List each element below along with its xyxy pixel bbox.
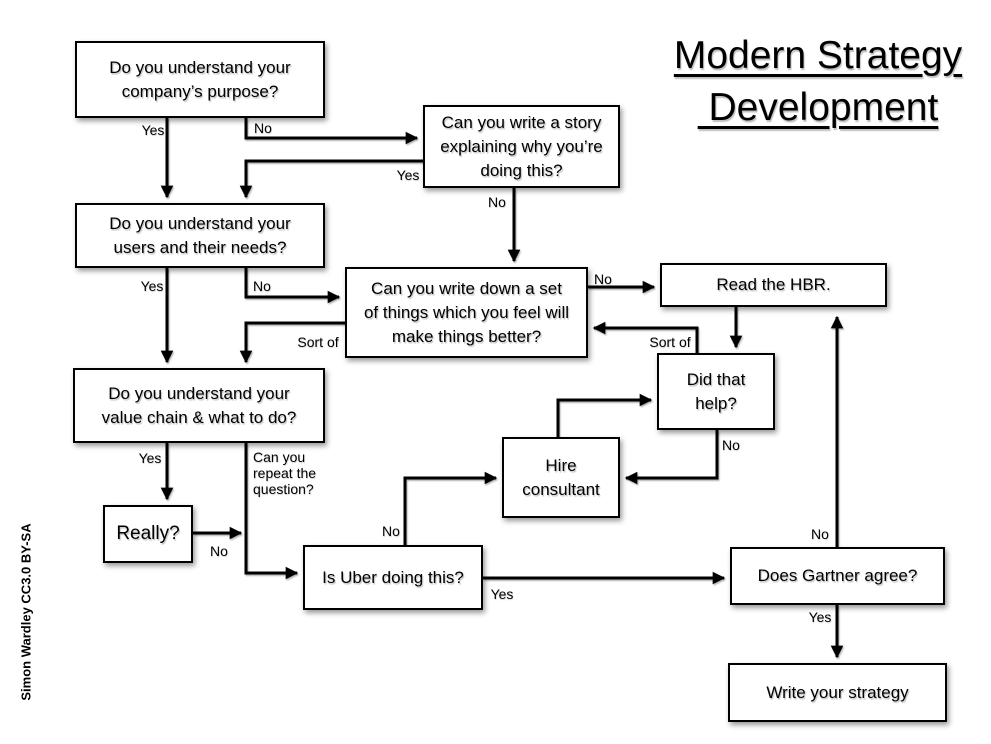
node-read-hbr: Read the HBR. — [660, 263, 887, 307]
node-text: help? — [695, 393, 737, 413]
node-write-down-set: Can you write down a set of things which… — [345, 267, 588, 358]
node-users-needs: Do you understand your users and their n… — [75, 203, 325, 268]
edge-label-gartner-no: No — [811, 526, 829, 542]
edge-didhelp-no — [624, 430, 719, 485]
edge-users-no — [244, 268, 341, 304]
node-value-chain: Do you understand your value chain & wha… — [73, 368, 325, 443]
node-text: Write your strategy — [766, 682, 909, 702]
node-text: Do you understand your — [109, 213, 291, 233]
node-text: Hire — [545, 455, 577, 475]
edge-label-valuechain-yes: Yes — [138, 450, 162, 466]
node-text: Did that — [686, 369, 746, 389]
node-text: Do you understand your — [108, 383, 290, 403]
node-write-strategy: Write your strategy — [728, 663, 947, 722]
edge-valuechain-sort-of — [244, 443, 299, 580]
node-text: company’s purpose? — [121, 81, 279, 101]
edge-label-users-no: No — [253, 278, 271, 294]
edge-didhelp-sort-of — [592, 321, 699, 353]
node-gartner-agree: Does Gartner agree? — [730, 547, 945, 605]
node-text: Does Gartner agree? — [757, 566, 918, 585]
edge-label-story-yes: Yes — [396, 167, 420, 183]
edge-label-purpose-yes: Yes — [141, 122, 165, 138]
diagram-title-line2: Development — [697, 86, 939, 129]
node-text: Do you understand your — [109, 57, 291, 77]
edge-label-gartner-yes: Yes — [808, 609, 832, 625]
edge-story-yes — [239, 159, 423, 199]
node-text: Can you write a story — [441, 112, 602, 132]
edge-label-users-yes: Yes — [140, 278, 164, 294]
node-text: Read the HBR. — [716, 275, 831, 294]
node-text: users and their needs? — [113, 237, 287, 257]
node-text: Really? — [116, 523, 180, 544]
edge-label-purpose-no: No — [254, 120, 272, 136]
attribution: Simon Wardley CC3.0 BY-SA — [18, 523, 34, 701]
node-text: explaining why you’re — [440, 136, 603, 156]
node-write-story: Can you write a story explaining why you… — [423, 105, 620, 188]
node-text: make things better? — [391, 326, 542, 346]
node-did-that-help: Did that help? — [657, 353, 775, 430]
node-text: value chain & what to do? — [101, 407, 297, 427]
diagram-title: Modern Strategy Development — [633, 30, 991, 134]
edge-writedown-sort-of — [239, 321, 345, 364]
node-hire-consultant: Hire consultant — [502, 437, 620, 518]
node-uber-doing-this: Is Uber doing this? — [303, 545, 483, 610]
edge-label-really-no: No — [210, 543, 228, 559]
edge-label-didhelp-no: No — [722, 437, 740, 453]
edge-label-didhelp-sort-of: Sort of — [649, 334, 691, 350]
edge-label-writedown-sort-of: Sort of — [297, 334, 339, 350]
node-company-purpose: Do you understand your company’s purpose… — [75, 41, 325, 118]
edge-hire-to-didhelp — [556, 393, 653, 437]
edge-label-valuechain-sort-of: Can you repeat the question? — [253, 449, 317, 497]
node-text: consultant — [522, 479, 600, 499]
diagram-title-line1: Modern Strategy — [673, 34, 963, 77]
node-text: doing this? — [480, 160, 563, 180]
node-really: Really? — [103, 505, 193, 563]
node-text: Is Uber doing this? — [322, 567, 464, 587]
edge-uber-no — [403, 471, 498, 545]
edge-purpose-no — [244, 118, 419, 145]
node-text: Can you write down a set — [371, 278, 562, 298]
edge-label-writedown-no: No — [594, 271, 612, 287]
edge-label-uber-yes: Yes — [490, 586, 514, 602]
node-text: of things which you feel will — [363, 302, 570, 322]
edge-label-uber-no: No — [382, 523, 400, 539]
edge-label-story-no: No — [488, 194, 506, 210]
